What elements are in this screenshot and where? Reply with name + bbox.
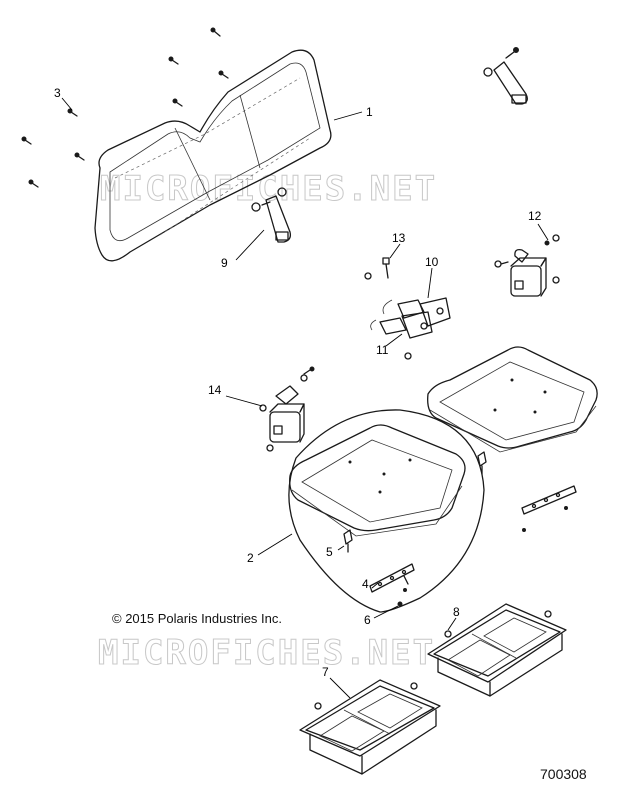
copyright-notice: © 2015 Polaris Industries Inc. [112,611,282,626]
storage-tray-8 [427,603,567,697]
callout-4: 4 [362,577,369,591]
fastener-6 [397,601,403,607]
drawing-number: 700308 [540,766,587,782]
callout-1: 1 [366,105,373,119]
callout-11: 11 [376,343,389,357]
watermark-bottom: MICROFICHES.NET [98,633,435,673]
fastener-5 [343,529,353,553]
callout-10: 10 [425,255,439,269]
seatbelt-buckles-10-11 [370,297,451,360]
callout-14: 14 [208,383,222,397]
seat-strap-9 [251,187,292,243]
seat-back-panel [94,49,332,262]
bracket-4 [369,563,415,593]
bolt-13 [364,257,390,280]
callout-5: 5 [326,545,333,559]
bracket-right [521,485,577,532]
seat-cushion-left-2 [288,409,485,613]
buckle-housing-14 [259,366,315,452]
callout-12: 12 [528,209,542,223]
callout-13: 13 [392,231,406,245]
buckle-housing-12 [494,234,560,297]
seat-cushion-right [427,346,598,453]
callout-3: 3 [54,86,61,100]
callout-8: 8 [453,605,460,619]
callout-2: 2 [247,551,254,565]
leader-lines [61,97,549,699]
top-strap-assembly [483,47,528,105]
callout-7: 7 [322,665,329,679]
callout-6: 6 [364,613,371,627]
callout-9: 9 [221,256,228,270]
storage-tray-7 [299,679,441,775]
screw-set-3 [21,27,229,188]
fastener-right [477,451,487,475]
